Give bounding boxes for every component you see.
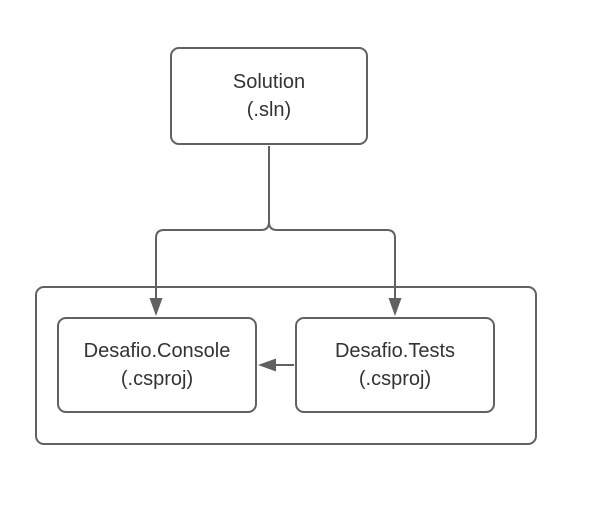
node-tests-label-line2: (.csproj) xyxy=(358,368,432,390)
node-solution-label-line2: (.sln) xyxy=(246,99,292,121)
node-solution-label-line1: Solution xyxy=(232,71,306,93)
node-desafio-console: Desafio.Console (.csproj) xyxy=(57,317,257,413)
node-desafio-tests: Desafio.Tests (.csproj) xyxy=(295,317,495,413)
edge-solution-to-console xyxy=(155,146,270,299)
node-console-label-line1: Desafio.Console xyxy=(83,340,231,362)
edge-solution-to-tests xyxy=(268,146,396,299)
node-tests-label-line1: Desafio.Tests xyxy=(334,340,456,362)
node-console-label-line2: (.csproj) xyxy=(120,368,194,390)
node-solution: Solution (.sln) xyxy=(170,47,368,145)
